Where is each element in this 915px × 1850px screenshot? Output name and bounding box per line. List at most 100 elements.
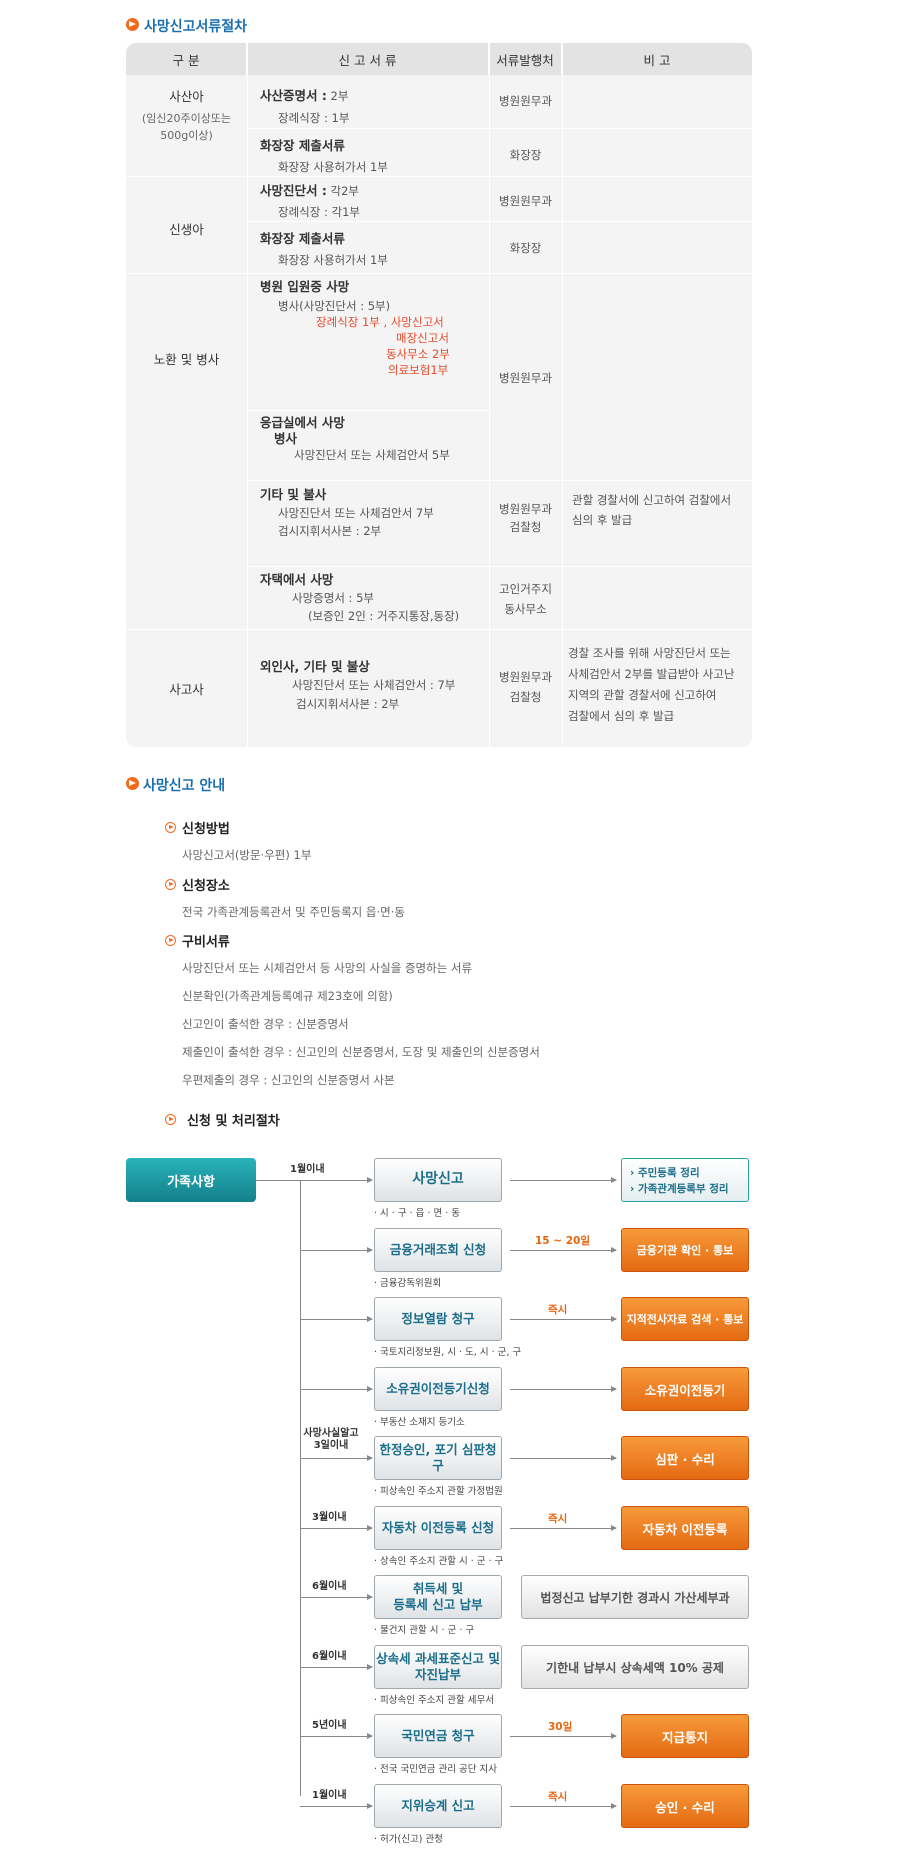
- newborn-doc1: 사망진단서 : 각2부 장례식장 : 각1부: [260, 183, 360, 219]
- flow-result-arrow: [510, 1803, 617, 1809]
- flow-branch-arrow: [300, 1316, 373, 1322]
- illness-other-issuer: 병원원무과 검찰청: [499, 502, 552, 534]
- flow-branch-arrow: [300, 1594, 373, 1600]
- stillbirth-doc2: 화장장 제출서류 화장장 사용허가서 1부: [260, 138, 388, 174]
- flow-step-office: · 피상속인 주소지 관할 세무서: [374, 1695, 494, 1706]
- flow-step-office: · 시 · 구 · 읍 · 면 · 동: [374, 1208, 460, 1219]
- flow-step-office: · 금융감독위원회: [374, 1278, 442, 1289]
- flow-step-box: 국민연금 청구: [374, 1714, 502, 1758]
- docs-item: 사망진단서 또는 시체검안서 등 사망의 사실을 증명하는 서류: [182, 961, 473, 975]
- docs-item: 우편제출의 경우 : 신고인의 신분증명서 사본: [182, 1073, 395, 1087]
- bullet-arrow-icon: [165, 1114, 176, 1125]
- docs-item: 신고인이 출석한 경우 : 신분증명서: [182, 1017, 349, 1031]
- flow-step-office: · 허가(신고) 관청: [374, 1834, 443, 1845]
- flow-result-box: 심판 · 수리: [621, 1436, 749, 1480]
- accident-issuer: 병원원무과 검찰청: [499, 670, 552, 704]
- flow-branch-arrow: [300, 1177, 373, 1183]
- flow-result-box: 소유권이전등기: [621, 1367, 749, 1411]
- flow-step-office: · 국토지리정보원, 시 · 도, 시 · 군, 구: [374, 1347, 522, 1358]
- flow-step-office: · 부동산 소재지 등기소: [374, 1417, 465, 1428]
- section-arrow-icon: [126, 777, 139, 790]
- flow-result-box: 지급통지: [621, 1714, 749, 1758]
- flow-duration-label: 30일: [548, 1721, 573, 1733]
- flow-result-arrow: [510, 1525, 617, 1531]
- flow-step-office: · 물건지 관할 시 · 군 · 구: [374, 1625, 475, 1636]
- category-newborn: 신생아: [169, 222, 204, 237]
- section-title: 사망신고서류절차: [144, 19, 248, 35]
- illness-home-issuer: 고인거주지 동사무소: [499, 582, 552, 616]
- category-stillbirth: 사산아 (임신20주이상또는 500g이상): [141, 89, 232, 142]
- bullet-arrow-icon: [165, 879, 176, 890]
- section-title: 사망신고 안내: [143, 778, 226, 794]
- flow-result-box: › 주민등록 정리› 가족관계등록부 정리: [621, 1158, 749, 1202]
- docs-title: 구비서류: [182, 935, 230, 950]
- flow-result-arrow: [510, 1316, 617, 1322]
- flow-step-box: 자동차 이전등록 신청: [374, 1506, 502, 1550]
- illness-other-note: 관할 경찰서에 신고하여 검찰에서 심의 후 발급: [572, 493, 732, 527]
- flow-start-family: 가족사항: [126, 1158, 256, 1202]
- flow-result-box: 승인 · 수리: [621, 1784, 749, 1828]
- flow-result-arrow: [510, 1455, 617, 1461]
- flow-branch-arrow: [300, 1733, 373, 1739]
- flow-step-office: · 전국 국민연금 관리 공단 지사: [374, 1764, 497, 1775]
- flow-duration-label: 즉시: [548, 1304, 568, 1316]
- bullet-arrow-icon: [165, 822, 176, 833]
- table-header-documents: 신 고 서 류: [247, 43, 489, 75]
- stillbirth-doc1-issuer: 병원원무과: [499, 94, 552, 108]
- table-header-category: 구 분: [126, 43, 247, 75]
- flow-branch-arrow: [300, 1386, 373, 1392]
- flow-step-box: 사망신고: [374, 1158, 502, 1202]
- category-illness: 노환 및 병사: [153, 352, 220, 367]
- flow-time-label: 6월이내: [312, 1581, 347, 1592]
- accident-docs: 외인사, 기타 및 불상 사망진단서 또는 사체검안서 : 7부 검시지휘서사본…: [260, 659, 456, 711]
- flow-time-label: 1월이내: [290, 1164, 325, 1175]
- docs-item: 제출인이 출석한 경우 : 신고인의 신분증명서, 도장 및 제출인의 신분증명…: [182, 1045, 540, 1059]
- method-text: 사망신고서(방문·우편) 1부: [182, 848, 312, 862]
- method-title: 신청방법: [182, 822, 230, 837]
- flow-step-box: 지위승계 신고: [374, 1784, 502, 1828]
- flow-time-label: 6월이내: [312, 1651, 347, 1662]
- flow-result-box: 기한내 납부시 상속세액 10% 공제: [521, 1645, 749, 1689]
- table-header-issuer: 서류발행처: [489, 43, 562, 75]
- flow-result-box: 금융기관 확인 · 통보: [621, 1228, 749, 1272]
- death-report-documents-table: 구 분 신 고 서 류 서류발행처 비 고 사산아 (임신20주이상또는 500…: [126, 43, 752, 747]
- newborn-doc2: 화장장 제출서류 화장장 사용허가서 1부: [260, 231, 388, 267]
- flow-result-arrow: [510, 1177, 617, 1183]
- flow-result-arrow: [510, 1247, 617, 1253]
- illness-hospital: 병원 입원중 사망 병사(사망진단서 : 5부) 장례식장 1부 , 사망신고서…: [260, 279, 450, 377]
- bullet-arrow-icon: [165, 935, 176, 946]
- place-text: 전국 가족관계등록관서 및 주민등록지 읍·면·동: [182, 905, 405, 919]
- illness-hospital-issuer: 병원원무과: [499, 371, 552, 385]
- flow-branch-arrow: [300, 1455, 373, 1461]
- flow-time-label: 5년이내: [312, 1720, 347, 1731]
- flow-duration-label: 즉시: [548, 1513, 568, 1525]
- flow-duration-label: 즉시: [548, 1791, 568, 1803]
- flow-branch-arrow: [300, 1803, 373, 1809]
- flow-result-box: 지적전사자료 검색 · 통보: [621, 1297, 749, 1341]
- flow-time-label: 1월이내: [312, 1790, 347, 1801]
- flow-branch-arrow: [300, 1664, 373, 1670]
- illness-home: 자택에서 사망 사망증명서 : 5부 (보증인 2인 : 거주지통장,동장): [260, 572, 460, 623]
- flow-result-arrow: [510, 1733, 617, 1739]
- illness-er: 응급실에서 사망 병사 사망진단서 또는 사체검안서 5부: [260, 415, 450, 462]
- flow-duration-label: 15 ~ 20일: [535, 1235, 590, 1247]
- illness-other: 기타 및 불사 사망진단서 또는 사체검안서 7부 검시지휘서사본 : 2부: [260, 487, 434, 538]
- stillbirth-doc1: 사산증명서 : 2부 장례식장 : 1부: [260, 88, 350, 125]
- flow-step-box: 소유권이전등기신청: [374, 1367, 502, 1411]
- accident-note: 경찰 조사를 위해 사망진단서 또는 사체검안서 2부를 발급받아 사고난 지역…: [568, 646, 735, 723]
- flow-result-box: 법정신고 납부기한 경과시 가산세부과: [521, 1575, 749, 1619]
- flow-step-office: · 상속인 주소지 관할 시 · 군 · 구: [374, 1556, 504, 1567]
- place-title: 신청장소: [182, 879, 230, 894]
- flow-step-office: · 피상속인 주소지 관할 가정법원: [374, 1486, 503, 1497]
- newborn-doc1-issuer: 병원원무과: [499, 194, 552, 208]
- docs-item: 신분확인(가족관계등록예규 제23호에 의함): [182, 989, 393, 1003]
- flow-result-arrow: [510, 1386, 617, 1392]
- flow-time-label: 3월이내: [312, 1512, 347, 1523]
- process-title: 신청 및 처리절차: [187, 1114, 280, 1129]
- flow-step-box: 금융거래조회 신청: [374, 1228, 502, 1272]
- table-header-note: 비 고: [562, 43, 752, 75]
- flow-branch-arrow: [300, 1247, 373, 1253]
- flow-branch-arrow: [300, 1525, 373, 1531]
